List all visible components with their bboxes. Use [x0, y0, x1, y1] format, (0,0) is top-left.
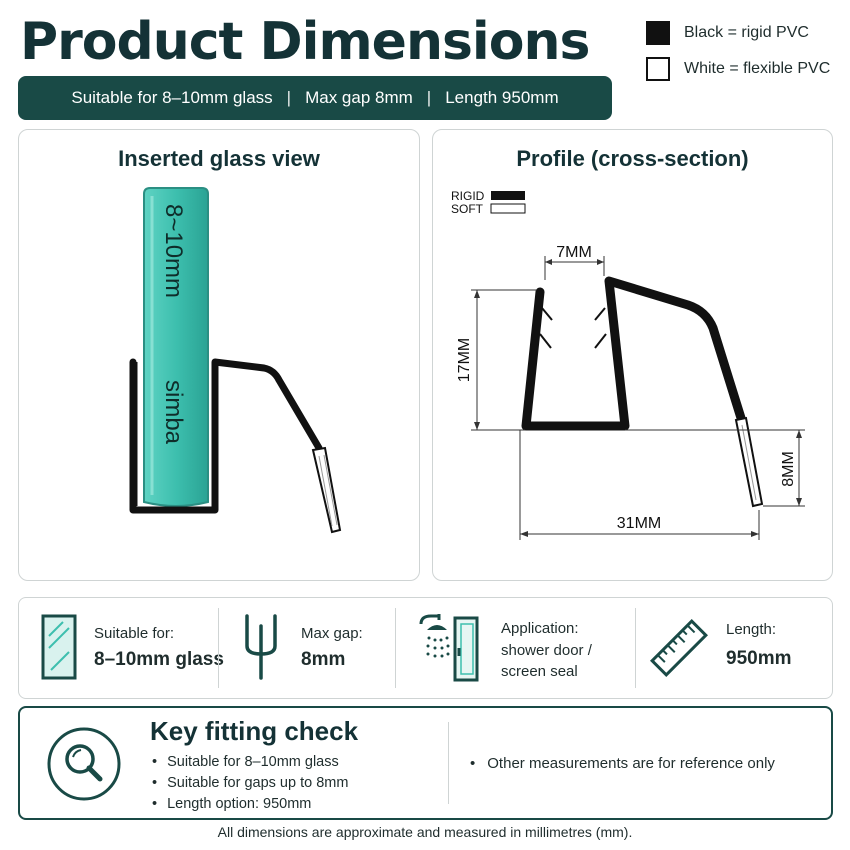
profile-legend-rigid-swatch — [491, 191, 525, 200]
banner-item-length: Length 950mm — [445, 88, 559, 107]
flexible-swatch — [646, 57, 670, 81]
spec-info-bar: Suitable for: 8–10mm glass Max gap: 8mm … — [18, 597, 833, 699]
dim-width-label: 31MM — [617, 515, 661, 532]
material-legend: Black = rigid PVC White = flexible PVC — [646, 20, 830, 92]
glass-pane-icon — [41, 614, 77, 680]
glass-text-size: 8~10mm — [160, 204, 187, 298]
page-title: Product Dimensions — [20, 12, 590, 72]
seal-channel — [129, 358, 323, 514]
key-check-note: Other measurements are for reference onl… — [470, 755, 775, 772]
info-application-label: Application: — [501, 620, 579, 637]
spec-banner: Suitable for 8–10mm glass | Max gap 8mm … — [18, 76, 612, 120]
info-gap-label: Max gap: — [301, 625, 363, 642]
legend-rigid-label: Black = rigid PVC — [684, 24, 809, 41]
profile-legend-rigid: RIGID — [451, 189, 485, 203]
banner-separator: | — [286, 88, 292, 107]
ruler-icon — [650, 619, 708, 677]
inserted-glass-panel: Inserted glass view 8~10mm simba — [18, 129, 420, 581]
key-check-title: Key fitting check — [150, 716, 359, 746]
key-check-item: Length option: 950mm — [152, 794, 348, 815]
info-length-label: Length: — [726, 621, 777, 638]
info-divider — [635, 608, 636, 688]
seal-soft-fin — [311, 446, 342, 534]
info-divider — [395, 608, 396, 688]
dim-height-label: 17MM — [456, 338, 473, 382]
profile-title: Profile (cross-section) — [516, 146, 749, 171]
info-glass-label: Suitable for: — [94, 625, 175, 642]
shower-door-icon — [419, 614, 479, 682]
key-check-divider — [448, 722, 449, 804]
info-application-line2: screen seal — [501, 663, 578, 680]
profile-legend-soft-swatch — [490, 203, 526, 214]
info-glass-value: 8–10mm glass — [94, 649, 224, 670]
profile-rigid-body — [521, 276, 746, 431]
profile-drawing: RIGID SOFT 7MM 17MM 8MM — [451, 189, 805, 540]
dim-gap-label: 7MM — [556, 244, 592, 261]
profile-panel: Profile (cross-section) RIGID SOFT 7MM 1… — [432, 129, 833, 581]
inserted-glass-title: Inserted glass view — [118, 146, 320, 171]
legend-flexible: White = flexible PVC — [646, 56, 830, 82]
key-check-item: Suitable for 8–10mm glass — [152, 752, 348, 773]
key-check-list: Suitable for 8–10mm glass Suitable for g… — [152, 752, 348, 815]
glass-pane — [143, 187, 209, 507]
banner-separator: | — [426, 88, 432, 107]
footer-note: All dimensions are approximate and measu… — [217, 824, 633, 840]
u-channel-icon — [245, 614, 277, 680]
banner-item-glass: Suitable for 8–10mm glass — [71, 88, 273, 107]
legend-flexible-label: White = flexible PVC — [684, 60, 831, 77]
glass-text-brand: simba — [160, 380, 187, 445]
dim-fin-label: 8MM — [780, 451, 797, 487]
key-fitting-check: Key fitting check Suitable for 8–10mm gl… — [18, 706, 833, 820]
magnifier-icon — [47, 727, 121, 801]
inserted-glass-drawing: 8~10mm simba — [129, 187, 342, 534]
banner-item-gap: Max gap 8mm — [305, 88, 413, 107]
info-gap-value: 8mm — [301, 649, 346, 670]
info-length-value: 950mm — [726, 648, 792, 669]
rigid-swatch — [646, 21, 670, 45]
info-application-line1: shower door / — [501, 642, 592, 659]
key-check-item: Suitable for gaps up to 8mm — [152, 773, 348, 794]
legend-rigid: Black = rigid PVC — [646, 20, 830, 46]
profile-legend-soft: SOFT — [451, 202, 484, 216]
info-divider — [218, 608, 219, 688]
